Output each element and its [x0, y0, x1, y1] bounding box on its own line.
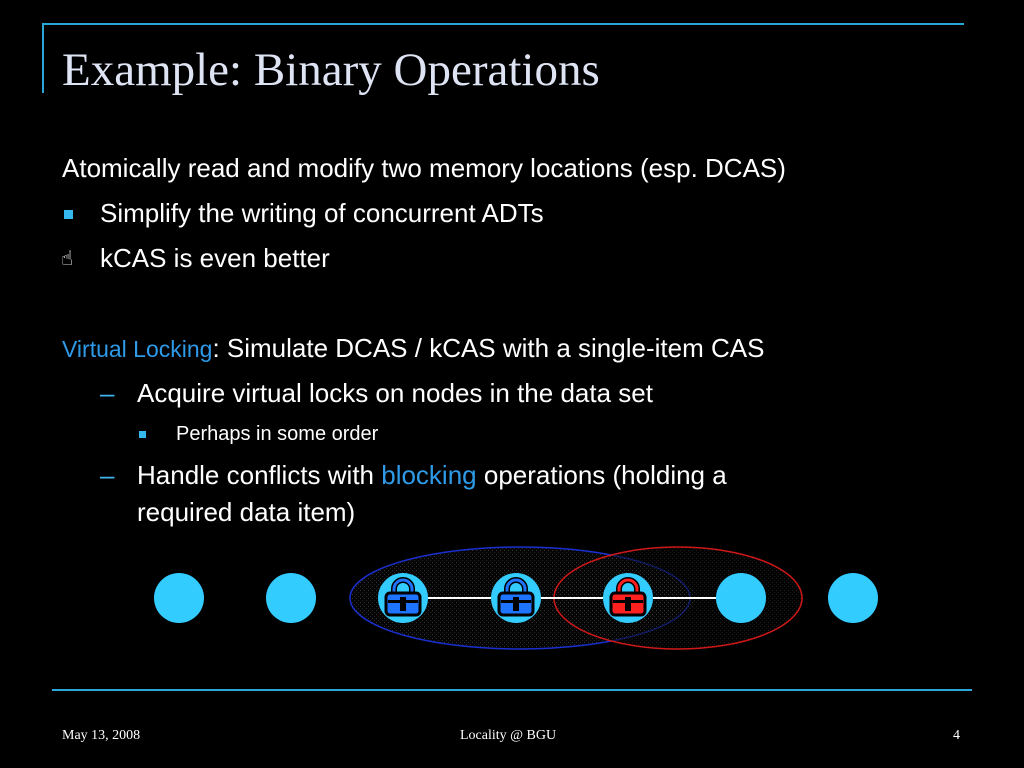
- footer-date: May 13, 2008: [62, 728, 141, 743]
- square-bullet-icon: [64, 210, 73, 219]
- dash-handle-conflicts: Handle conflicts with blocking operation…: [137, 460, 727, 490]
- dash-bullet-icon: –: [100, 460, 115, 490]
- page-number: 4: [953, 728, 960, 743]
- blocking-term: blocking: [381, 460, 477, 490]
- node-circle: [828, 573, 878, 623]
- node: [154, 573, 204, 623]
- node: [716, 573, 766, 623]
- locked-node: [603, 573, 653, 623]
- virtual-locking-term: Virtual Locking: [62, 336, 213, 362]
- virtual-locking-desc: : Simulate DCAS / kCAS with a single-ite…: [212, 333, 765, 363]
- handle-conflicts-pre: Handle conflicts with: [137, 460, 382, 490]
- slide-title: Example: Binary Operations: [62, 44, 600, 96]
- intro-line: Atomically read and modify two memory lo…: [62, 153, 786, 183]
- dash-handle-conflicts-cont: required data item): [137, 497, 356, 527]
- bullet-kcas: kCAS is even better: [100, 243, 330, 273]
- bottom-frame-line: [52, 689, 972, 691]
- bullet-simplify: Simplify the writing of concurrent ADTs: [100, 198, 544, 228]
- sub-perhaps-order: Perhaps in some order: [176, 423, 379, 445]
- node-circle: [266, 573, 316, 623]
- locked-node: [378, 573, 428, 623]
- virtual-locking-line: Virtual Locking: Simulate DCAS / kCAS wi…: [62, 333, 764, 364]
- locked-node: [491, 573, 541, 623]
- pointing-hand-icon: ☝: [61, 246, 74, 270]
- lock-diagram: [154, 546, 878, 650]
- handle-conflicts-post: operations (holding a: [476, 460, 727, 490]
- footer-title: Locality @ BGU: [460, 728, 557, 743]
- left-frame-line: [42, 23, 44, 93]
- padlock-icon: [609, 577, 647, 617]
- node-circle: [716, 573, 766, 623]
- top-frame-line: [42, 23, 964, 25]
- dash-bullet-icon: –: [100, 378, 115, 408]
- node-circle: [154, 573, 204, 623]
- dash-acquire-locks: Acquire virtual locks on nodes in the da…: [137, 378, 653, 408]
- small-square-bullet-icon: [139, 431, 146, 438]
- node: [828, 573, 878, 623]
- padlock-icon: [384, 577, 422, 617]
- node: [266, 573, 316, 623]
- padlock-icon: [497, 577, 535, 617]
